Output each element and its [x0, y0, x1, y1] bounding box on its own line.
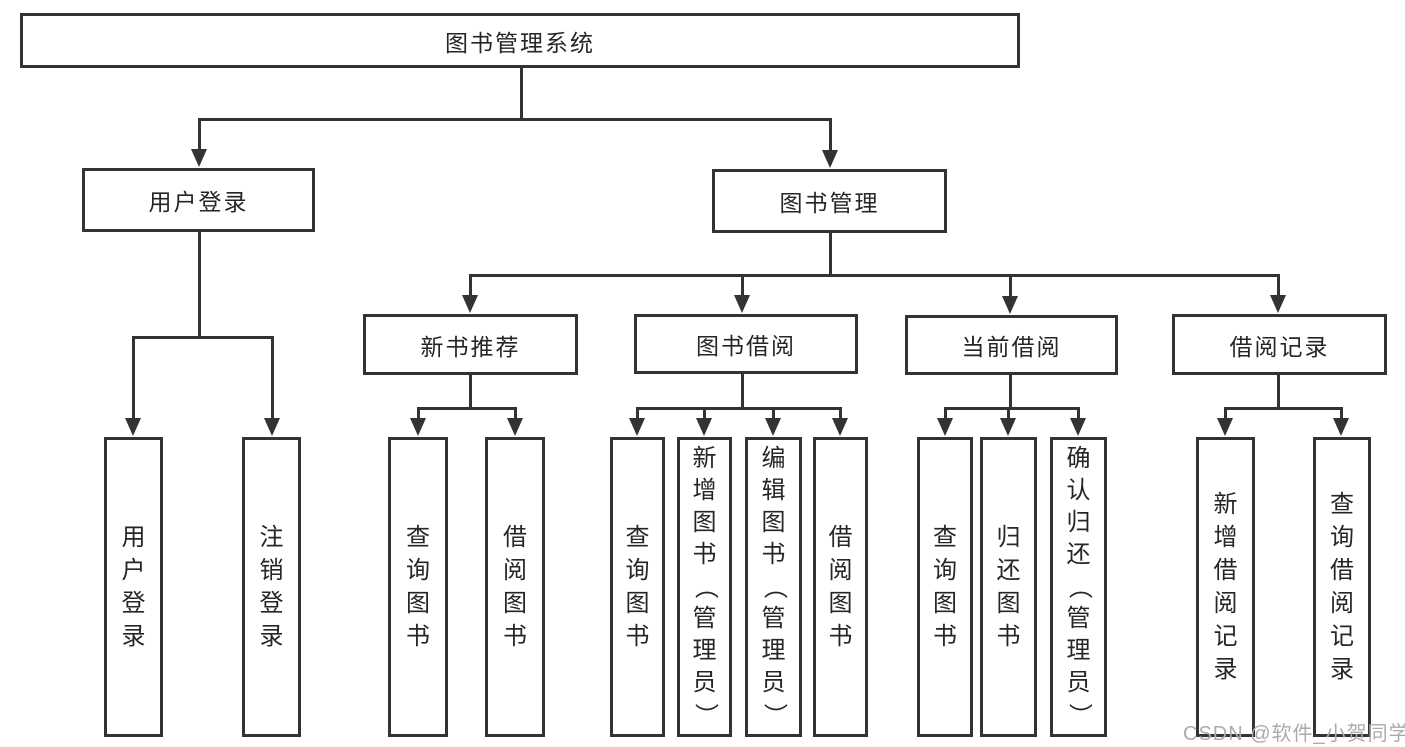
connector-line: [132, 336, 274, 339]
node-leaf-query-books-recommend: 查询图书: [388, 437, 448, 737]
connector-line: [469, 274, 1280, 277]
node-leaf-edit-books-admin: 编辑图书（管理员）: [745, 437, 802, 737]
node-leaf-logout: 注销登录: [242, 437, 301, 737]
arrow-down-icon: [191, 149, 207, 167]
node-label: 新增借阅记录: [1213, 491, 1238, 683]
node-leaf-query-books-borrowing: 查询图书: [610, 437, 665, 737]
arrow-down-icon: [462, 295, 478, 313]
connector-line: [741, 373, 744, 410]
node-leaf-user-login: 用户登录: [104, 437, 163, 737]
node-label: 查询借阅记录: [1330, 491, 1354, 683]
arrow-down-icon: [832, 418, 848, 436]
node-user-login: 用户登录: [82, 168, 315, 232]
arrow-down-icon: [125, 418, 141, 436]
connector-line: [1224, 407, 1343, 410]
arrow-down-icon: [937, 418, 953, 436]
node-label: 注销登录: [259, 524, 284, 650]
arrow-down-icon: [734, 295, 750, 313]
node-leaf-query-books-current: 查询图书: [917, 437, 973, 737]
node-root: 图书管理系统: [20, 13, 1020, 68]
connector-line: [741, 274, 744, 309]
node-label: 新书推荐: [420, 333, 521, 360]
connector-line: [636, 407, 842, 410]
node-label: 新增图书（管理员）: [691, 445, 719, 727]
connector-line: [829, 232, 832, 277]
node-label: 确认归还（管理员）: [1065, 445, 1093, 727]
connector-line: [1277, 274, 1280, 309]
arrow-down-icon: [1217, 418, 1233, 436]
connector-line: [132, 336, 135, 432]
node-leaf-query-borrow-record: 查询借阅记录: [1313, 437, 1371, 737]
connector-line: [829, 118, 832, 164]
node-leaf-borrow-books: 借阅图书: [813, 437, 868, 737]
node-label: 查询图书: [406, 524, 430, 650]
node-new-book-recommend: 新书推荐: [363, 314, 578, 375]
node-label: 图书管理: [779, 190, 880, 216]
connector-line: [198, 118, 201, 163]
node-leaf-return-books: 归还图书: [980, 437, 1037, 737]
arrow-down-icon: [507, 418, 523, 436]
node-label: 图书管理系统: [445, 29, 595, 56]
arrow-down-icon: [1002, 296, 1018, 314]
arrow-down-icon: [1070, 418, 1086, 436]
node-label: 借阅图书: [503, 524, 527, 650]
watermark: CSDN @软件_小贺同学: [1183, 723, 1405, 745]
node-label: 当前借阅: [961, 334, 1062, 360]
arrow-down-icon: [822, 150, 838, 168]
node-label: 查询图书: [625, 524, 650, 650]
arrow-down-icon: [1270, 295, 1286, 313]
node-label: 图书借阅: [696, 333, 796, 359]
node-leaf-confirm-return-admin: 确认归还（管理员）: [1050, 437, 1107, 737]
connector-line: [469, 374, 472, 410]
connector-line: [1009, 274, 1012, 310]
node-borrowing-records: 借阅记录: [1172, 314, 1387, 375]
connector-line: [469, 274, 472, 309]
node-book-borrowing: 图书借阅: [634, 314, 858, 374]
node-label: 借阅图书: [828, 524, 853, 650]
arrow-down-icon: [765, 418, 781, 436]
arrow-down-icon: [264, 418, 280, 436]
connector-line: [520, 68, 523, 121]
connector-line: [271, 336, 274, 432]
connector-line: [198, 231, 201, 339]
arrow-down-icon: [629, 418, 645, 436]
node-label: 用户登录: [121, 524, 146, 650]
node-leaf-borrow-books-recommend: 借阅图书: [485, 437, 545, 737]
connector-line: [417, 407, 517, 410]
node-current-borrowing: 当前借阅: [905, 315, 1118, 375]
node-leaf-add-borrow-record: 新增借阅记录: [1196, 437, 1255, 737]
node-book-management: 图书管理: [712, 169, 947, 233]
node-label: 编辑图书（管理员）: [760, 445, 788, 727]
connector-line: [1277, 374, 1280, 410]
connector-line: [198, 118, 832, 121]
node-label: 借阅记录: [1229, 333, 1330, 360]
arrow-down-icon: [410, 418, 426, 436]
node-label: 用户登录: [148, 189, 249, 215]
node-label: 归还图书: [996, 524, 1021, 650]
connector-line: [1009, 374, 1012, 410]
node-leaf-add-books-admin: 新增图书（管理员）: [677, 437, 732, 737]
arrow-down-icon: [1000, 418, 1016, 436]
connector-line: [944, 407, 1080, 410]
arrow-down-icon: [1333, 418, 1349, 436]
node-label: 查询图书: [933, 524, 957, 650]
arrow-down-icon: [696, 418, 712, 436]
